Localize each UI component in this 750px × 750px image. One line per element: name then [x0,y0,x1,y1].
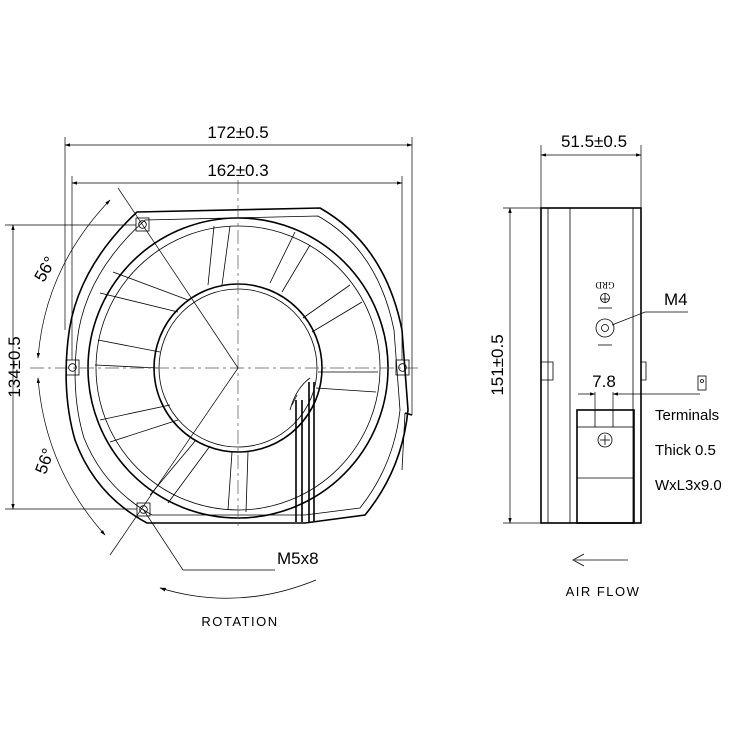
terminal-screw-icon [597,432,613,448]
mount-height-label: 134±0.5 [5,336,24,397]
angle-upper-label: 56° [31,253,60,285]
angle-lower-label: 56° [32,446,59,477]
screw-callout: M5x8 [142,508,319,571]
mount-width-label: 162±0.3 [207,161,268,180]
screw-label: M5x8 [277,549,319,568]
depth-label: 51.5±0.5 [561,132,627,151]
ground-marking: GRD [595,280,615,303]
terminals-label: Terminals [655,407,719,424]
mounting-hole-left [65,359,80,376]
cable-channel [289,377,315,522]
terminal-thickness: Thick 0.5 [655,442,716,459]
mounting-hole-bottom-left [136,502,151,517]
mounting-hole-top-left [135,217,150,232]
ground-label: GRD [595,280,615,290]
airflow-indicator: AIR FLOW [566,553,641,599]
rotation-label: ROTATION [201,614,278,629]
terminal-notes: Terminals Thick 0.5 WxL3x9.0 [655,407,722,494]
airflow-label: AIR FLOW [566,584,641,599]
terminal-size: WxL3x9.0 [655,477,722,494]
side-body [540,207,647,524]
mounting-holes [65,217,410,517]
ground-screw: M4 [595,290,688,346]
terminal-tab-icon [697,375,707,391]
dim-mount-height: 134±0.5 [5,224,137,510]
dim-mount-width: 162±0.3 [71,161,403,360]
mounting-hole-right [395,359,410,376]
dim-terminal-spacing: 7.8 [578,372,707,410]
angle-upper: 56° [31,199,111,359]
front-view: 172±0.5 162±0.3 134±0.5 56° 56° M5x8 [5,123,418,629]
ground-screw-label: M4 [664,290,688,309]
side-view: GRD M4 [488,132,722,599]
height-label: 151±0.5 [488,334,507,395]
terminal-spacing-label: 7.8 [592,372,616,391]
dim-depth: 51.5±0.5 [540,132,642,208]
terminal-block [576,409,635,524]
fan-blades [94,225,378,513]
overall-width-label: 172±0.5 [207,123,268,142]
fan-housing [65,207,413,524]
rotation-indicator: ROTATION [159,579,317,629]
dim-height: 151±0.5 [488,207,541,524]
